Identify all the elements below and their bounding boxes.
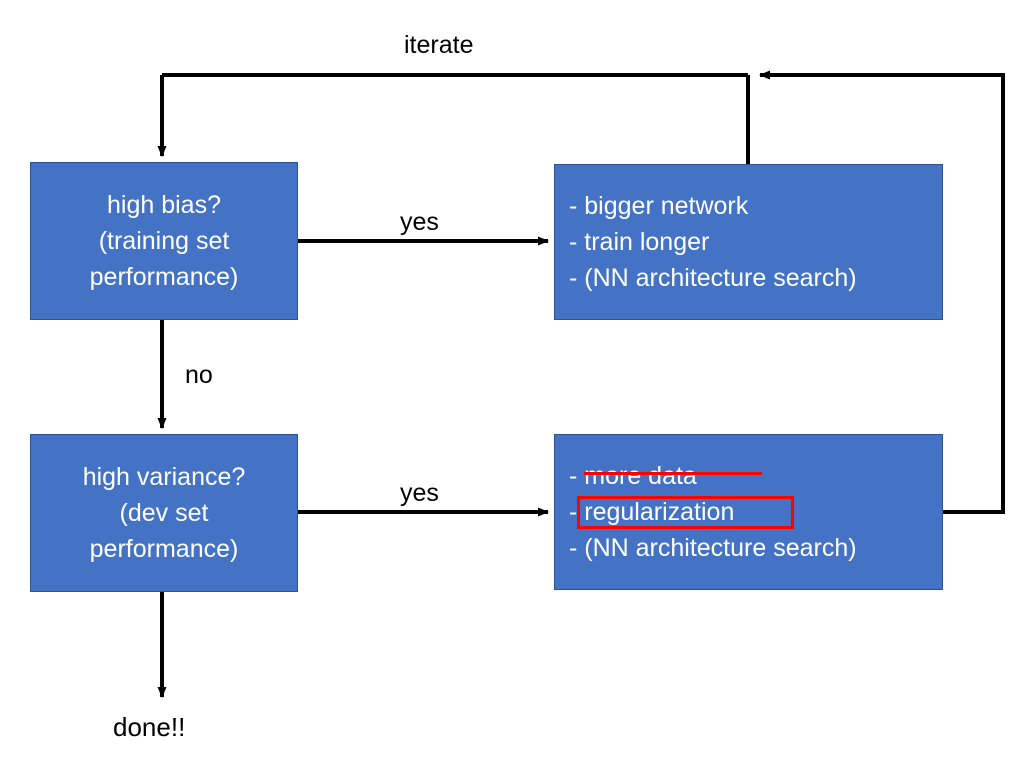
node-high-bias-line-1: high bias?	[107, 191, 221, 219]
edge-label-variance-yes: yes	[400, 479, 439, 507]
node-high-variance-line-2: (dev set	[119, 499, 209, 527]
node-bias-fixes-line-1: - bigger network	[569, 192, 749, 220]
node-variance-fixes-line-2: - regularization	[569, 498, 735, 526]
edge-label-bias-no: no	[185, 361, 213, 389]
node-high-bias-line-3: performance)	[89, 263, 239, 291]
node-high-bias-line-2: (training set	[98, 227, 230, 255]
node-bias-fixes-line-3: - (NN architecture search)	[569, 264, 857, 292]
annotation-highlight-regularization	[577, 496, 794, 529]
terminal-label-done: done!!	[113, 712, 186, 742]
edge-label-bias-yes: yes	[400, 208, 439, 236]
annotation-strikethrough-more-data	[584, 472, 762, 475]
node-high-variance[interactable]: high variance? (dev set performance)	[30, 434, 298, 592]
node-variance-fixes-line-3: - (NN architecture search)	[569, 534, 857, 562]
node-high-bias[interactable]: high bias? (training set performance)	[30, 162, 298, 320]
connector-iterate-loop	[157, 70, 1005, 514]
node-bias-fixes[interactable]: - bigger network - train longer - (NN ar…	[554, 164, 943, 320]
node-high-variance-line-3: performance)	[89, 535, 239, 563]
edge-label-iterate: iterate	[404, 31, 474, 59]
node-bias-fixes-line-2: - train longer	[569, 228, 710, 256]
node-variance-fixes-line-1: - more data	[569, 462, 697, 490]
node-high-variance-line-1: high variance?	[82, 463, 246, 491]
node-variance-fixes[interactable]: - more data - regularization - (NN archi…	[554, 434, 943, 590]
